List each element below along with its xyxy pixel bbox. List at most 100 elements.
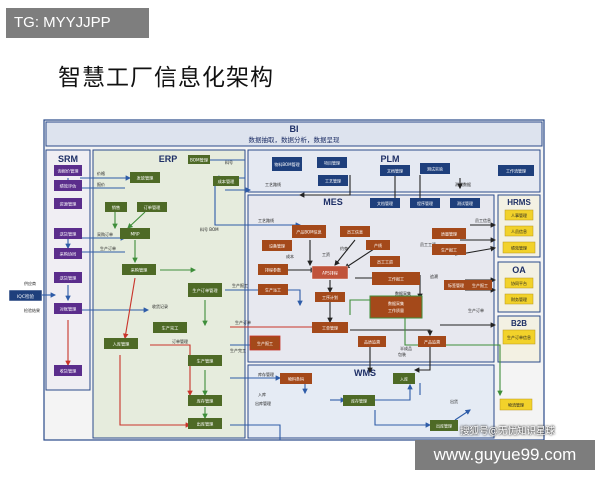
mes-box-18 — [444, 280, 468, 290]
erp-sales-box — [105, 202, 127, 212]
erp-invmgr-label: 生产管理 — [197, 358, 215, 365]
mes-box-13-label: 数据采集 — [388, 300, 404, 306]
label-price: 价格 — [97, 170, 105, 176]
hrms-title: HRMS — [507, 198, 531, 207]
srm-box-6-label: 送货管理 — [60, 275, 78, 282]
hr-box-1 — [504, 209, 534, 221]
plm-box-7-label: 工作流管理 — [506, 168, 526, 174]
label-pack: 包装 — [398, 351, 406, 357]
erp-mrp-box — [120, 228, 150, 239]
mes-box-12-label: 生产派工 — [265, 287, 281, 293]
mes-box-19-label: 生产报工 — [472, 282, 488, 288]
erp-prod-box — [188, 283, 222, 297]
bi-subtitle: 数据抽取，数据分析，数据呈现 — [249, 135, 341, 144]
erp-in-box — [104, 338, 138, 349]
mes-box-11 — [372, 272, 420, 285]
mes-box-9-label: 工序计划 — [322, 294, 338, 300]
label-emp: 员工信息 — [475, 217, 491, 223]
erp-rel-label: 发放管理 — [137, 175, 155, 182]
plm-box-2 — [317, 157, 347, 168]
mes-box-16 — [418, 336, 446, 347]
bi-title: BI — [290, 124, 299, 134]
wms-box-3-label: 库存管理 — [351, 398, 367, 404]
srm-box-1 — [54, 165, 82, 176]
hr-box-1-label: 人事管理 — [511, 212, 527, 218]
erp-mrp-label: MRP — [130, 232, 140, 237]
oa-title: OA — [512, 265, 526, 275]
mes-box-6-label: 质量管理 — [441, 231, 457, 237]
srm-box-3-label: 资源管理 — [60, 201, 78, 208]
oa-box-2 — [504, 293, 534, 305]
erp-fin-box — [153, 322, 187, 333]
plm-box-1-label: 物料BOM管理 — [274, 161, 299, 167]
srm-title: SRM — [58, 154, 78, 164]
mes-box-7 — [258, 264, 288, 275]
srm-box-4-label: 送货管理 — [60, 231, 78, 238]
plm-box-10-label: 测试管理 — [457, 200, 473, 206]
mes-box-19 — [468, 280, 492, 290]
plm-box-7 — [498, 165, 534, 176]
erp-stock-box — [188, 395, 222, 406]
srm-box-1-label: 询报价管理 — [58, 168, 80, 175]
hr-box-3 — [502, 241, 536, 254]
erp-purchase-box — [122, 264, 156, 275]
mes-box-17 — [432, 244, 466, 255]
mes-box-10-label: 工单管理 — [322, 325, 338, 331]
erp-out-label: 出库管理 — [197, 421, 215, 428]
erp-order-box — [137, 202, 167, 212]
oa-box-2-label: 财务管理 — [511, 296, 527, 302]
plm-box-8 — [370, 198, 400, 208]
plm-box-6 — [420, 163, 450, 174]
label-stockout: 出库管理 — [255, 400, 271, 406]
wms-box-2 — [393, 373, 415, 384]
plm-box-3 — [318, 175, 348, 186]
erp-order-label: 订单管理 — [144, 204, 162, 211]
erp-out-box — [188, 418, 222, 429]
label-qual: 约束 — [340, 245, 348, 251]
page-title: 智慧工厂信息化架构 — [58, 65, 274, 91]
erp-title: ERP — [159, 154, 178, 164]
erp-in-label: 入库管理 — [113, 341, 131, 348]
srm-box-7 — [54, 365, 82, 376]
mes-box-7-label: 排程参数 — [265, 267, 281, 273]
b2b-box-1 — [502, 329, 536, 345]
erp-bom-label: BOM管理 — [190, 157, 209, 164]
mes-box-1-label: 产品BOM信息 — [296, 229, 321, 235]
mes-box-2-label: 员工信息 — [347, 229, 363, 235]
watermark: 搜狐号@无忧知识星球 — [460, 426, 556, 437]
mes-box-3-label: 设备管理 — [269, 243, 285, 249]
plm-box-8-label: 文档管理 — [377, 200, 393, 206]
mes-box-17-label: 生产报工 — [441, 247, 457, 253]
label-outrec: 订单管理 — [172, 338, 188, 344]
wms-box-5 — [499, 398, 533, 411]
mes-box-8-label: APS排程 — [322, 270, 338, 276]
srm-box-5 — [54, 248, 82, 259]
srm-box-2-label: 绩效评估 — [60, 183, 77, 190]
mes-box-18-label: 标签管理 — [448, 282, 464, 288]
label-inspect: 检验结果 — [24, 307, 40, 313]
mes-box-4 — [366, 240, 390, 250]
iqc-label: IQC检验 — [17, 293, 35, 300]
plm-box-9 — [410, 198, 440, 208]
wms-box-4-label: 出库管理 — [436, 423, 452, 429]
mes-box-10 — [312, 322, 348, 333]
wms-box-1-label: 物料条码 — [288, 376, 304, 382]
hr-box-2 — [504, 225, 534, 237]
hr-box-3-label: 绩效管理 — [511, 245, 527, 251]
plm-box-10 — [450, 198, 480, 208]
header-tag: TG: MYYJJPP — [6, 8, 149, 38]
wms-box-5-label: 物流管理 — [508, 402, 524, 408]
mes-box-17b — [249, 335, 281, 351]
erp-bom-box — [188, 155, 210, 164]
wms-box-2-label: 入库 — [400, 376, 408, 382]
erp-prod-label: 生产订单管理 — [192, 287, 218, 294]
wms-box-1 — [280, 373, 312, 384]
mes-box-9 — [315, 292, 345, 302]
srm-box-3 — [54, 198, 82, 209]
erp-fin-label: 生产完工 — [162, 325, 179, 332]
label-pay: 工资 — [322, 251, 330, 257]
b2b-box-1-label: 生产订单信息 — [507, 334, 531, 340]
label-ship: 出货 — [450, 398, 458, 404]
erp-module — [92, 149, 246, 439]
